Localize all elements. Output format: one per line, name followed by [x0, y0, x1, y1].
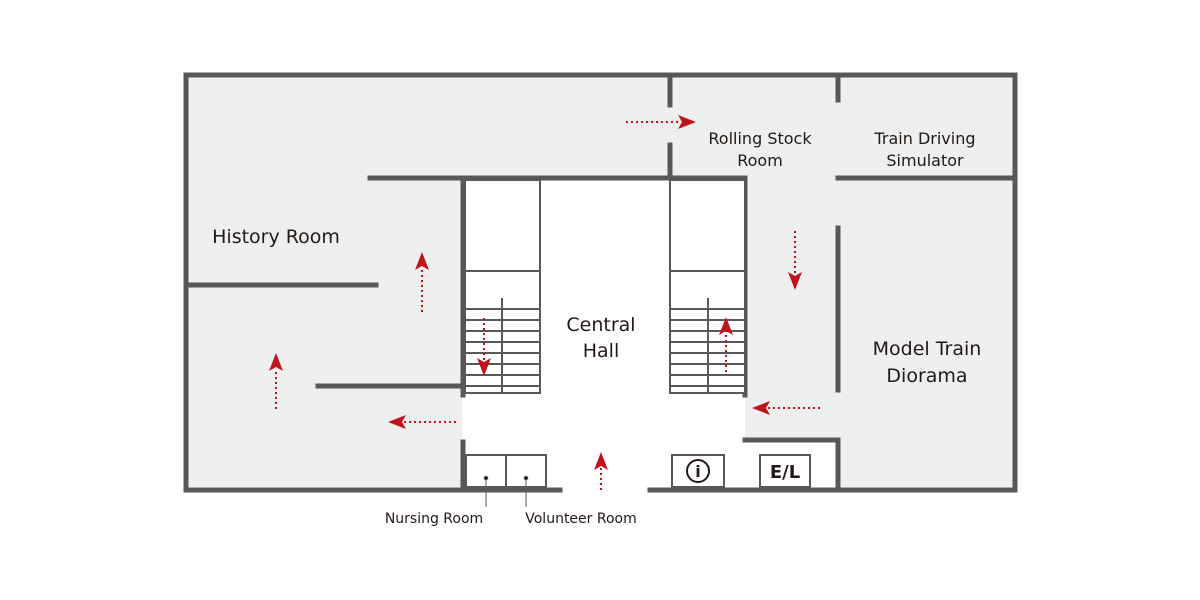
- rolling-stock-label-line2: Room: [737, 151, 783, 170]
- central-hall-floor: [540, 180, 670, 395]
- arrow-left-icon: [388, 415, 406, 429]
- callout-lines: [483, 475, 529, 507]
- history-room-label: History Room: [212, 226, 340, 248]
- info-icon: [686, 459, 710, 483]
- walls: [183, 72, 1018, 493]
- rolling-stock-label-line1: Rolling Stock: [708, 129, 812, 148]
- central-hall-label-line2: Hall: [583, 340, 620, 362]
- model-train-label-line2: Diorama: [886, 365, 967, 387]
- arrow-up-icon: [594, 452, 608, 470]
- arrow-heads: [269, 115, 802, 470]
- arrow-down-icon: [477, 358, 491, 376]
- arrow-up-icon: [719, 317, 733, 335]
- elevator-label: E/L: [770, 462, 800, 483]
- route-arrows: [275, 121, 820, 492]
- arrow-down-icon: [788, 272, 802, 290]
- central-hall-label-line1: Central: [566, 314, 635, 336]
- east-corridor-floor: [745, 177, 840, 440]
- info-box: i: [671, 454, 725, 488]
- arrow-up-icon: [269, 353, 283, 371]
- west-floor: [188, 77, 462, 487]
- small-rooms: [465, 454, 547, 488]
- volunteer-room-label: Volunteer Room: [525, 511, 636, 527]
- volunteer-room-box: [505, 454, 547, 488]
- train-driving-label-line1: Train Driving: [873, 129, 975, 148]
- info-icon-glyph: i: [695, 462, 700, 481]
- right-staircase: [669, 179, 746, 394]
- nursing-room-label: Nursing Room: [385, 511, 483, 527]
- model-train-label-line1: Model Train: [873, 338, 982, 360]
- north-floor: [462, 77, 1014, 177]
- left-staircase: [464, 179, 541, 394]
- arrow-up-icon: [415, 252, 429, 270]
- elevator-box: E/L: [759, 454, 811, 488]
- arrow-right-icon: [678, 115, 696, 129]
- arrow-left-icon: [752, 401, 770, 415]
- train-driving-label-line2: Simulator: [886, 151, 964, 170]
- floor-areas: [188, 77, 1014, 490]
- east-floor: [838, 177, 1014, 487]
